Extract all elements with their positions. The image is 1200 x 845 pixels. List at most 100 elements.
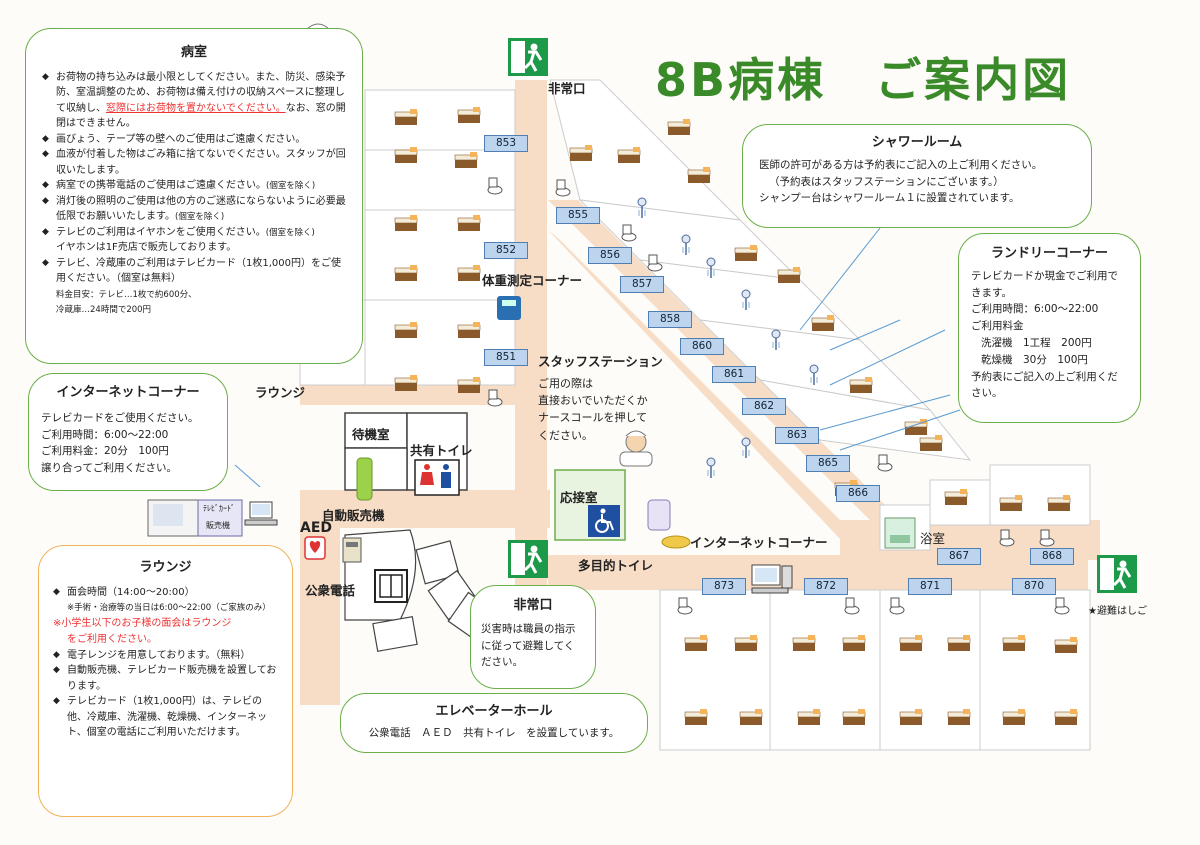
room-870: 870 [1012, 578, 1056, 595]
label-vending: 自動販売機 [322, 508, 385, 523]
computer-icon-lounge [244, 501, 278, 526]
exit-line-3: ださい。 [481, 656, 523, 669]
elevator-icon [374, 569, 408, 603]
room-860: 860 [680, 338, 724, 355]
emergency-exit-icon [506, 36, 550, 78]
lounge-heading: ラウンジ [139, 560, 192, 575]
label-card-machine-2: 販売機 [206, 521, 230, 530]
internet-line-4: 譲り合ってご利用ください。 [41, 462, 177, 475]
room-866: 866 [836, 485, 880, 502]
label-evac-ladder: ★避難はしご [1088, 606, 1147, 617]
internet-heading: インターネットコーナー [56, 385, 200, 400]
staff-station-heading: スタッフステーション [538, 354, 663, 369]
laundry-heading: ランドリーコーナー [990, 246, 1108, 261]
lounge-item-3: テレビカード（1枚1,000円）は、テレビの他、冷蔵庫、洗濯機、乾燥機、インター… [53, 694, 278, 741]
lounge-child-note-2: をご利用ください。 [67, 633, 157, 645]
room-block-bottom [659, 589, 1091, 751]
room-858: 858 [648, 311, 692, 328]
exit-line-1: 災害時は職員の指示 [481, 622, 576, 635]
label-phone: 公衆電話 [305, 583, 356, 598]
staff-line-3: ナースコールを押して [538, 411, 648, 425]
label-aed: AED [300, 520, 333, 536]
room-block-left [299, 89, 516, 386]
room-852: 852 [484, 242, 528, 259]
label-waiting-room: 待機室 [352, 427, 390, 442]
shower-line-1: 医師の許可がある方は予約表にご記入の上ご利用ください。 [759, 158, 1043, 171]
elevator-text: 公衆電話 ＡＥＤ 共有トイレ を設置しています。 [368, 726, 620, 739]
shower-icon [706, 457, 716, 479]
shower-line-3: シャンプー台はシャワールーム１に設置されています。 [759, 192, 1020, 205]
shower-room-box: シャワールーム 医師の許可がある方は予約表にご記入の上ご利用ください。 （予約表… [742, 124, 1092, 228]
laundry-line-4: 洗濯機 1工程 200円 [981, 336, 1092, 349]
ward-rule-7: テレビ、冷蔵庫のご利用はテレビカード（1枚1,000円）をご使用ください。（個室… [42, 256, 346, 318]
room-868: 868 [1030, 548, 1074, 565]
wheelchair-icon [588, 505, 620, 537]
label-shared-toilet: 共有トイレ [410, 443, 473, 458]
vending-machine-icon [356, 457, 373, 501]
label-multi-toilet: 多目的トイレ [578, 558, 654, 573]
bath-icon [884, 517, 916, 549]
staff-line-1: ご用の際は [538, 377, 593, 391]
label-internet-corner: インターネットコーナー [690, 535, 828, 550]
ward-rule-1: お荷物の持ち込みは最小限としてください。また、防災、感染予防、室温調整のため、お… [42, 70, 346, 132]
ward-rule-4: 病室での携帯電話のご使用はご遠慮ください。(個室を除く) [42, 178, 346, 194]
scale-icon [497, 296, 521, 320]
label-bath: 浴室 [920, 531, 946, 546]
lounge-child-note-1: ※小学生以下のお子様の面会はラウンジ [53, 617, 232, 629]
label-lounge: ラウンジ [255, 385, 306, 400]
laundry-line-3: ご利用料金 [971, 320, 1024, 333]
ward-rule-2: 画びょう、テープ等の壁へのご使用はご遠慮ください。 [42, 132, 346, 148]
toilet-icon [877, 454, 893, 472]
internet-corner-icon [647, 499, 691, 549]
room-865: 865 [806, 455, 850, 472]
laundry-line-5: 乾燥機 30分 100円 [981, 353, 1088, 366]
elevator-heading: エレベーターホール [435, 704, 553, 719]
room-872: 872 [804, 578, 848, 595]
lounge-item-1: 電子レンジを用意しております。（無料） [53, 648, 278, 664]
laundry-box: ランドリーコーナー テレビカードか現金でご利用できます。 ご利用時間：6:00～… [958, 233, 1141, 423]
ward-rules-heading: 病室 [180, 45, 207, 60]
internet-line-1: テレビカードをご使用ください。 [41, 411, 199, 424]
staff-line-2: 直接おいでいただくか [538, 394, 648, 408]
shower-heading: シャワールーム [871, 135, 963, 150]
room-856: 856 [588, 247, 632, 264]
room-851: 851 [484, 349, 528, 366]
elevator-hall-box: エレベーターホール 公衆電話 ＡＥＤ 共有トイレ を設置しています。 [340, 693, 648, 753]
exit-line-2: に従って避難してく [481, 639, 575, 652]
ward-rules-box: 病室 お荷物の持ち込みは最小限としてください。また、防災、感染予防、室温調整のた… [25, 28, 363, 364]
ward-rule-3: 血液が付着した物はごみ箱に捨てないでください。スタッフが回収いたします。 [42, 147, 346, 178]
room-861: 861 [712, 366, 756, 383]
internet-corner-box: インターネットコーナー テレビカードをご使用ください。 ご利用時間：6:00～2… [28, 373, 228, 491]
card-machine-icon [147, 499, 243, 537]
ward-rule-6: テレビのご利用はイヤホンをご使用ください。(個室を除く)イヤホンは1F売店で販売… [42, 225, 346, 256]
label-reception: 応接室 [560, 490, 598, 505]
staff-line-4: ください。 [538, 428, 593, 442]
shower-line-2: （予約表はスタッフステーションにございます。） [769, 175, 1004, 188]
internet-line-3: ご利用料金：20分 100円 [41, 445, 169, 458]
page-title: 8B病棟 ご案内図 [655, 53, 1072, 107]
label-exit-top: 非常口 [548, 81, 586, 96]
room-853: 853 [484, 135, 528, 152]
aed-icon [304, 536, 326, 560]
laundry-line-6: 予約表にご記入の上ご利用ください。 [971, 370, 1118, 400]
emergency-exit-icon [506, 538, 550, 580]
computer-icon [751, 564, 793, 594]
room-block-right [879, 464, 1091, 551]
laundry-line-1: テレビカードか現金でご利用できます。 [971, 269, 1118, 299]
label-card-machine-1: ﾃﾚﾋﾞｶｰﾄﾞ [203, 504, 235, 513]
bed-icon [667, 118, 691, 136]
room-857: 857 [620, 276, 664, 293]
room-873: 873 [702, 578, 746, 595]
lounge-item-2: 自動販売機、テレビカード販売機を設置しております。 [53, 663, 278, 694]
room-855: 855 [556, 207, 600, 224]
room-871: 871 [908, 578, 952, 595]
toilet-sign-icon [414, 459, 460, 496]
shower-icon [741, 437, 751, 459]
pointer-lines [234, 179, 961, 488]
room-862: 862 [742, 398, 786, 415]
lounge-box: ラウンジ 面会時間（14:00～20:00）※手術・治療等の当日は6:00～22… [38, 545, 293, 817]
room-867: 867 [937, 548, 981, 565]
exit-heading: 非常口 [513, 598, 553, 613]
emergency-exit-box: 非常口 災害時は職員の指示 に従って避難してく ださい。 [470, 585, 596, 689]
room-863: 863 [775, 427, 819, 444]
